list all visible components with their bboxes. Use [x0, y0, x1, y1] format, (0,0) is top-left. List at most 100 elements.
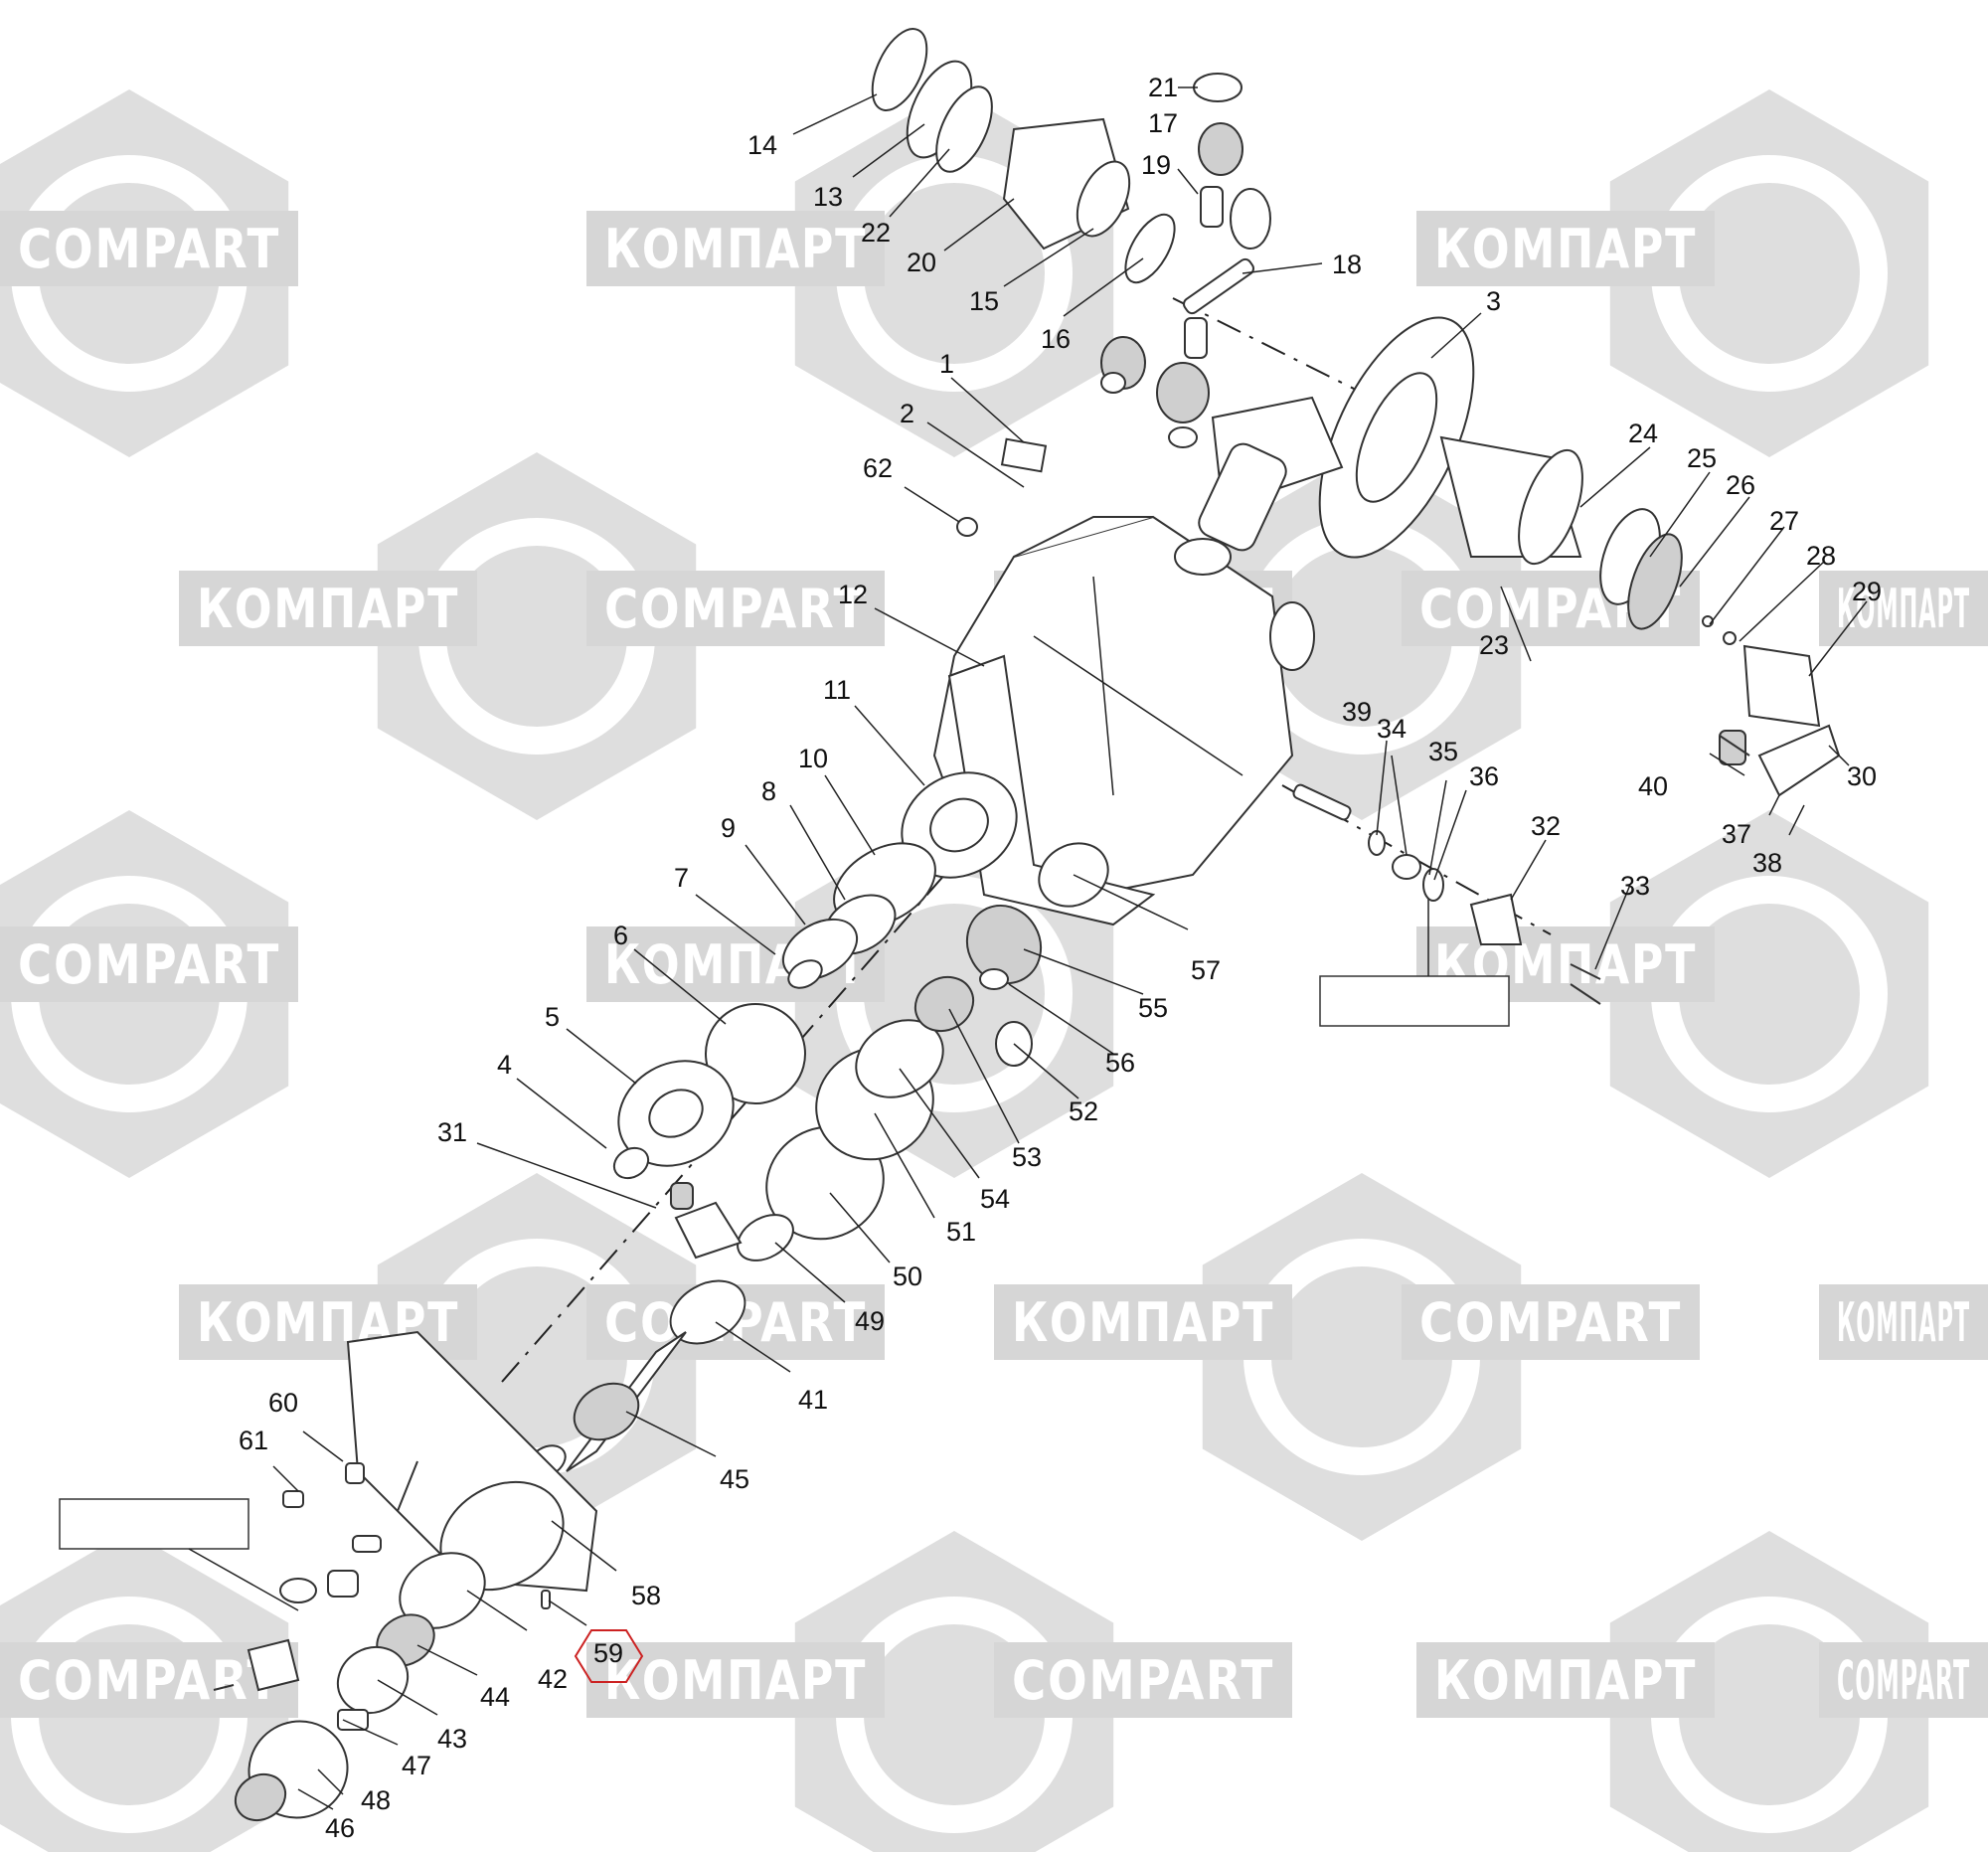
watermark-text: COMPART: [1419, 1291, 1682, 1354]
label-55: 55: [1138, 993, 1168, 1023]
watermark-text: КОМПАРТ: [604, 218, 867, 280]
label-62: 62: [863, 453, 893, 483]
label-19: 19: [1141, 150, 1171, 180]
leader-lines: [272, 86, 1868, 1810]
label-54: 54: [980, 1184, 1010, 1214]
watermark-hexagon: [1609, 810, 1929, 1178]
label-23: 23: [1479, 630, 1509, 660]
callout-box-left: [59, 1498, 249, 1550]
watermark-text: КОМПАРТ: [1434, 218, 1697, 280]
watermark-text: КОМПАРТ: [1837, 1291, 1970, 1354]
label-32: 32: [1531, 811, 1561, 841]
small-plate-1: [1000, 437, 1048, 473]
label-17: 17: [1148, 108, 1178, 138]
watermark-band: [1819, 571, 1988, 646]
watermark-band: [586, 571, 885, 646]
watermark-text: КОМПАРТ: [1012, 1291, 1274, 1354]
watermark-hexagon: [377, 452, 697, 820]
nut-62: [956, 517, 978, 537]
label-15: 15: [969, 286, 999, 316]
label-59: 59: [593, 1638, 623, 1668]
watermark-band: [1819, 1642, 1988, 1718]
lower-cover-assembly: [213, 1330, 598, 1822]
watermark-band: [994, 1642, 1292, 1718]
label-13: 13: [813, 182, 843, 212]
watermark-band: [1402, 1284, 1700, 1360]
label-40: 40: [1638, 771, 1668, 801]
label-7: 7: [674, 863, 689, 893]
part-labels: 14 13 22 20 15 16 21 17 19 18 3 1 2 62 1…: [239, 73, 1882, 1843]
label-11: 11: [823, 675, 851, 705]
watermark-band: [0, 926, 298, 1002]
label-34: 34: [1377, 714, 1407, 744]
label-3: 3: [1486, 286, 1501, 316]
label-31: 31: [437, 1117, 467, 1147]
label-27: 27: [1769, 506, 1799, 536]
label-33: 33: [1620, 871, 1650, 901]
watermark-hexagon: [1609, 89, 1929, 457]
label-10: 10: [798, 744, 828, 773]
label-58: 58: [631, 1581, 661, 1610]
watermark-band: [586, 1642, 885, 1718]
label-21: 21: [1148, 73, 1178, 102]
label-29: 29: [1852, 577, 1882, 606]
watermark-text: КОМПАРТ: [604, 1649, 867, 1712]
watermark-hexagon: [1202, 1173, 1522, 1541]
watermark-text: КОМПАРТ: [1837, 578, 1970, 640]
label-6: 6: [613, 921, 628, 950]
label-1: 1: [939, 349, 954, 379]
watermark-band: [586, 211, 885, 286]
label-61: 61: [239, 1426, 268, 1455]
label-20: 20: [907, 248, 936, 277]
label-12: 12: [838, 580, 868, 609]
label-49: 49: [855, 1306, 885, 1336]
label-46: 46: [325, 1813, 355, 1843]
label-44: 44: [480, 1682, 510, 1712]
axis-upper: [1172, 297, 1373, 399]
main-shaft-parts: [527, 771, 1109, 1478]
label-42: 42: [538, 1664, 568, 1694]
watermark-band: [994, 1284, 1292, 1360]
label-51: 51: [946, 1217, 976, 1247]
watermark-band: [1416, 1642, 1715, 1718]
watermark-text: COMPART: [18, 218, 280, 280]
label-14: 14: [747, 130, 777, 160]
callout-box-right: [1319, 975, 1510, 1027]
label-5: 5: [545, 1002, 560, 1032]
label-16: 16: [1041, 324, 1071, 354]
label-28: 28: [1806, 541, 1836, 571]
label-26: 26: [1726, 470, 1755, 500]
watermark-text: COMPART: [18, 1649, 280, 1712]
label-52: 52: [1069, 1096, 1098, 1126]
label-30: 30: [1847, 761, 1877, 791]
label-60: 60: [268, 1388, 298, 1418]
label-2: 2: [900, 399, 914, 428]
watermark-band: [1416, 211, 1715, 286]
watermark-band: [1819, 1284, 1988, 1360]
flange-shaft-assembly: [1198, 316, 1475, 559]
label-39: 39: [1342, 697, 1372, 727]
label-57: 57: [1191, 955, 1221, 985]
label-24: 24: [1628, 419, 1658, 448]
label-43: 43: [437, 1724, 467, 1754]
label-50: 50: [893, 1262, 922, 1291]
label-36: 36: [1469, 761, 1499, 791]
spring-40: [1719, 735, 1750, 757]
label-53: 53: [1012, 1142, 1042, 1172]
watermark-layer: COMPART КОМПАРТ КОМПАРТ КОМПАРТ COMPART КОМПА…: [0, 89, 1988, 1852]
label-18: 18: [1332, 250, 1362, 279]
label-38: 38: [1752, 848, 1782, 878]
watermark-band: [0, 1642, 298, 1718]
watermark-band: [179, 571, 477, 646]
watermark-band: [0, 211, 298, 286]
watermark-text: КОМПАРТ: [1434, 1649, 1697, 1712]
watermark-text: КОМПАРТ: [197, 578, 459, 640]
watermark-text: COMPART: [1837, 1649, 1970, 1712]
watermark-text: COMPART: [18, 933, 280, 996]
label-4: 4: [497, 1050, 512, 1080]
label-47: 47: [402, 1751, 431, 1780]
rod-assembly: [1292, 783, 1601, 1005]
label-37: 37: [1722, 819, 1751, 849]
label-45: 45: [720, 1464, 749, 1494]
